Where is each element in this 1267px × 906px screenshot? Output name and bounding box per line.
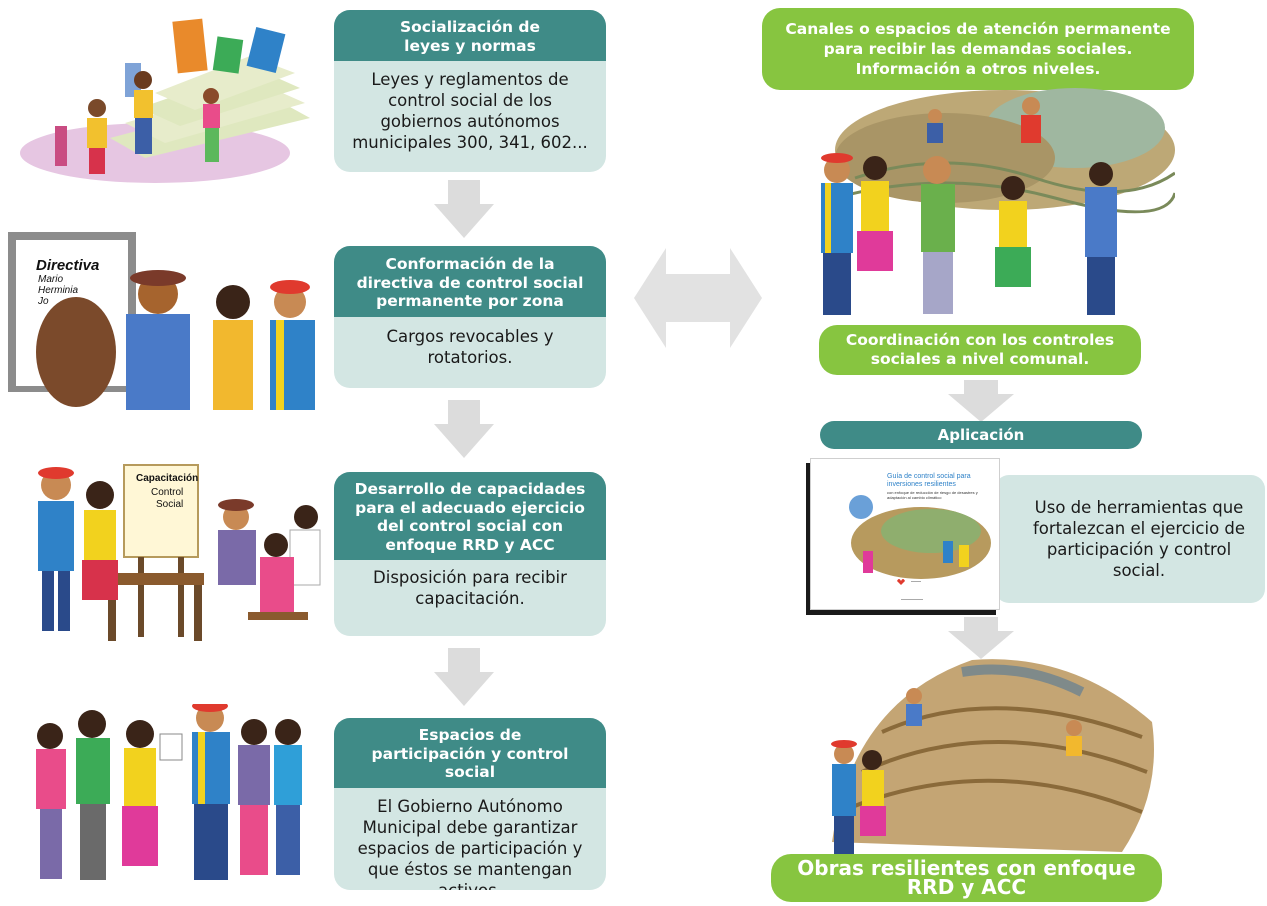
board-name-2: Herminia: [38, 285, 78, 296]
coordination-box: Coordinación con los controles sociales …: [819, 325, 1141, 375]
arrow-down-2: [434, 400, 494, 458]
guide-book-cover: Guía de control social para inversiones …: [810, 458, 1000, 610]
illustration-capacitacion: Capacitación Control Social: [8, 455, 326, 645]
flipchart-line-2: Control: [151, 487, 183, 498]
board-title: Directiva: [36, 257, 99, 274]
step-espacios-body: El Gobierno Autónomo Municipal debe gara…: [357, 796, 583, 891]
aplicacion-label: Aplicación: [937, 426, 1025, 444]
top-channels-box: Canales o espacios de atención permanent…: [762, 8, 1194, 90]
step-socializacion: Socialización de leyes y normas Leyes y …: [334, 10, 606, 172]
illustration-books-stairs: [15, 8, 320, 193]
flipchart-line-3: Social: [156, 499, 183, 510]
illustration-construction: [822, 642, 1162, 860]
step-socializacion-body: Leyes y reglamentos de control social de…: [352, 70, 588, 152]
arrow-down-1: [434, 180, 494, 238]
guide-title: Guía de control social para inversiones …: [887, 473, 971, 488]
final-outcome-text: Obras resilientes con enfoque RRD y ACC: [797, 856, 1136, 899]
step-conformacion: Conformación de la directiva de control …: [334, 246, 606, 388]
illustration-directiva-board: Directiva Mario Herminia Jo: [8, 232, 323, 410]
tools-description: Uso de herramientas que fortalezcan el e…: [995, 475, 1265, 603]
tools-text: Uso de herramientas que fortalezcan el e…: [1032, 498, 1246, 580]
aplicacion-bar: Aplicación: [820, 421, 1142, 449]
top-channels-text: Canales o espacios de atención permanent…: [785, 20, 1171, 78]
illustration-group: [30, 704, 308, 892]
coordination-text: Coordinación con los controles sociales …: [845, 331, 1115, 368]
step-conformacion-body: Cargos revocables y rotatorios.: [386, 326, 554, 367]
illustration-community-meeting: [795, 88, 1175, 320]
double-arrow: [634, 248, 762, 348]
step-capacidades-body: Disposición para recibir capacitación.: [373, 568, 567, 608]
step-conformacion-title: Conformación de la directiva de control …: [334, 246, 606, 317]
flipchart-line-1: Capacitación: [136, 473, 198, 484]
arrow-down-right-1: [948, 380, 1014, 422]
final-outcome-box: Obras resilientes con enfoque RRD y ACC: [771, 854, 1162, 902]
guide-subtitle: con enfoque de reducción de riesgo de de…: [887, 490, 978, 500]
step-capacidades-title: Desarrollo de capacidades para el adecua…: [334, 472, 606, 560]
step-espacios: Espacios de participación y control soci…: [334, 718, 606, 890]
arrow-down-3: [434, 648, 494, 706]
step-espacios-title: Espacios de participación y control soci…: [334, 718, 606, 788]
arrow-down-right-2: [948, 617, 1014, 659]
step-capacidades: Desarrollo de capacidades para el adecua…: [334, 472, 606, 636]
board-name-3: Jo: [37, 296, 49, 307]
board-name-1: Mario: [38, 274, 63, 285]
step-socializacion-title: Socialización de leyes y normas: [334, 10, 606, 61]
